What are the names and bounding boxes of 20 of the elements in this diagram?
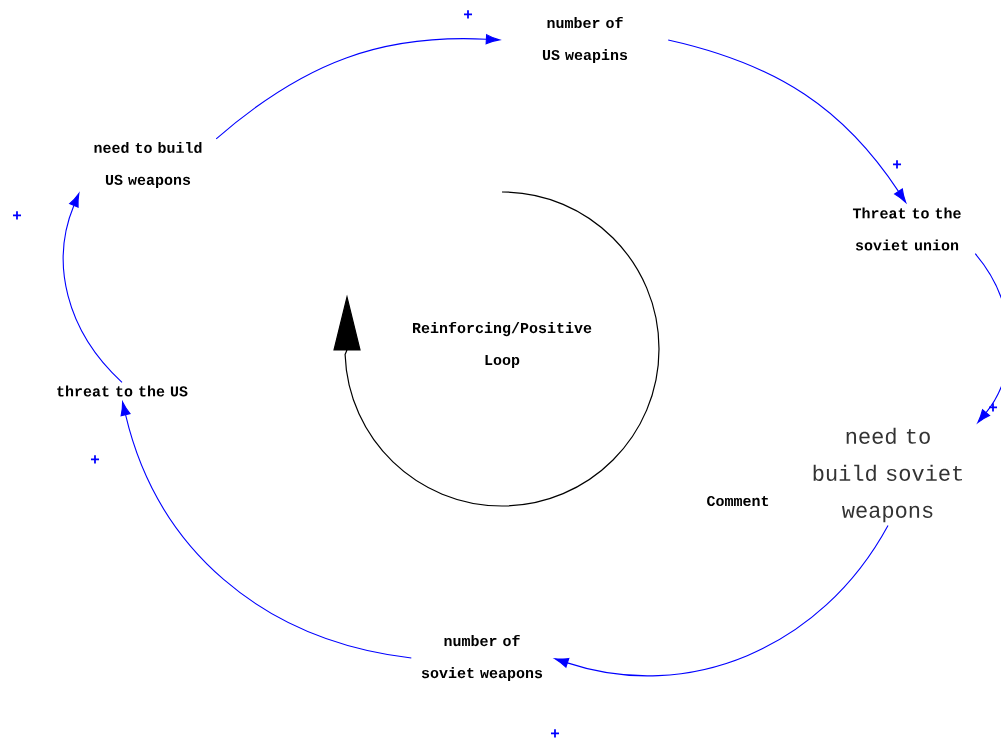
- variable-label: need to build US weapons: [94, 142, 202, 188]
- variable-label: threat to the US: [57, 385, 188, 397]
- variable-label: need to build soviet weapons: [813, 427, 962, 523]
- arrow: [215, 34, 500, 140]
- arrow: [667, 39, 907, 203]
- edge-label: +: [893, 160, 901, 169]
- variable-label: Threat to the soviet union: [852, 207, 961, 251]
- arrow: [554, 524, 889, 677]
- edge-label: +: [13, 211, 21, 220]
- edge-label: +: [989, 403, 997, 412]
- loop-label: Reinforcing/Positive Loop: [413, 321, 592, 369]
- edge-label: +: [551, 729, 559, 738]
- variable-label: number of US weapins: [542, 16, 628, 64]
- loop-label: Comment: [707, 495, 769, 507]
- arrow: [974, 253, 1001, 424]
- edge-label: +: [91, 455, 99, 464]
- arrow: [120, 401, 412, 659]
- edge-label: +: [464, 10, 472, 19]
- variable-label: number of soviet weapons: [421, 634, 543, 682]
- arrow: [62, 192, 123, 383]
